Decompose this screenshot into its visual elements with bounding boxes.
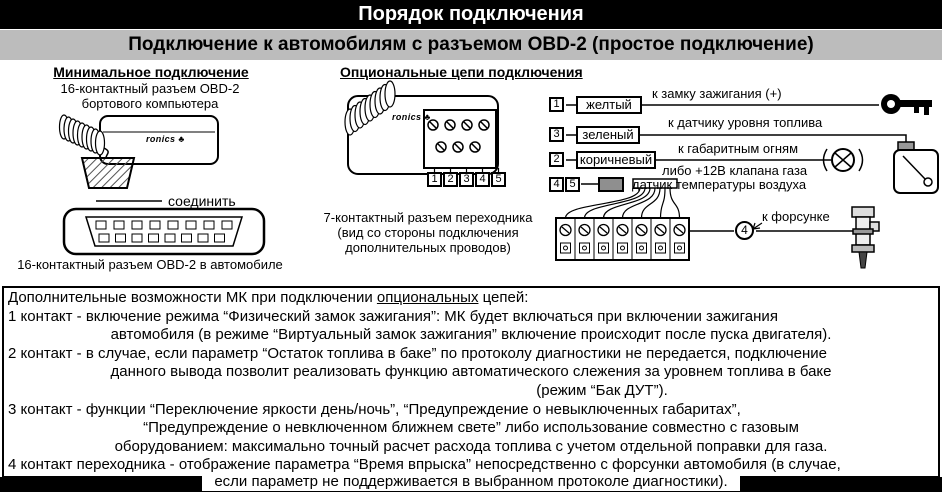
wire-destination-lights-alt: либо +12В клапана газа (662, 163, 808, 178)
note-line: 4 контакт переходника - отображение пара… (8, 456, 841, 474)
note-intro: Дополнительные возможности МК при подклю… (8, 289, 529, 306)
note-line: данного вывода позволит реализовать функ… (110, 363, 832, 381)
adapter-pin-5: 5 (491, 172, 506, 187)
wire-lines (566, 104, 907, 185)
injector-wire (689, 222, 853, 232)
wire-color-label-yellow: желтый (576, 96, 642, 114)
injector-icon (851, 206, 880, 269)
adapter-pin-4: 4 (475, 172, 490, 187)
note-line: оборудованием: максимально точный расчет… (114, 437, 828, 455)
note-line: 2 контакт - в случае, если параметр “Ост… (8, 344, 828, 362)
wire-pin-box-airtemp-5: 5 (565, 177, 580, 192)
wiring-diagram (58, 80, 939, 269)
note-intro-underlined: опциональных (376, 289, 479, 306)
wire-pin-box-airtemp-4: 4 (549, 177, 564, 192)
adapter-pin-3: 3 (459, 172, 474, 187)
note-line: 3 контакт - функции “Переключение яркост… (8, 400, 741, 418)
notes-box: Дополнительные возможности МК при подклю… (2, 286, 940, 478)
minimal-connection-heading: Минимальное подключение (53, 64, 249, 80)
note-line: 1 контакт - включение режима “Физический… (8, 307, 778, 325)
terminal-strip-icon (555, 217, 690, 261)
coiled-cable-icon (58, 114, 106, 156)
page-subtitle: Подключение к автомобилям с разъемом OBD… (0, 30, 942, 60)
wire-destination-airtemp: датчик температуры воздуха (632, 177, 807, 192)
wire-pin-box-lights: 2 (549, 152, 564, 167)
injector-pin-circle: 4 (735, 221, 754, 240)
obd2-female-socket-icon (62, 207, 266, 256)
note-footer-line: если параметр не поддерживается в выбран… (202, 473, 740, 491)
brand-label: ronics ♣ (146, 134, 185, 144)
wire-destination-lights: к габаритным огням (678, 141, 799, 156)
obd2-head-caption-line1: 16-контактный разъем OBD-2 (60, 81, 240, 96)
adapter-caption-line2: (вид со стороны подключения (337, 225, 519, 240)
lamp-icon (822, 148, 864, 172)
wire-destination-fuel: к датчику уровня топлива (668, 115, 823, 130)
wire-bundle (564, 178, 681, 219)
note-line: автомобиля (в режиме “Виртуальный замок … (110, 326, 832, 344)
key-icon (881, 94, 932, 115)
wire-color-label-green: зеленый (576, 126, 640, 144)
note-line: (режим “Бак ДУТ”). (536, 381, 668, 399)
obd2-socket-caption: 16-контактный разъем OBD-2 в автомобиле (17, 257, 283, 272)
wire-destination-ignition: к замку зажигания (+) (652, 86, 782, 101)
connect-label: соединить (168, 193, 236, 209)
wire-destination-injector: к форсунке (762, 209, 830, 224)
coiled-cable-icon (344, 80, 396, 136)
mk-device-drawing (58, 114, 219, 202)
obd2-head-caption-line2: бортового компьютера (81, 96, 219, 111)
adapter-pin-1: 1 (427, 172, 442, 187)
optional-circuits-heading: Опциональные цепи подключения (340, 64, 583, 80)
adapter-device-drawing (344, 80, 500, 175)
multitronics-logo-icon: ♣ (178, 134, 185, 144)
note-line: “Предупреждение о невключенном ближнем с… (143, 419, 799, 437)
seven-pin-connector-icon (423, 109, 497, 169)
wire-pin-box-ignition: 1 (549, 97, 564, 112)
adapter-caption-line1: 7-контактный разъем переходника (323, 210, 533, 225)
adapter-pin-2: 2 (443, 172, 458, 187)
adapter-caption-line3: дополнительных проводов) (345, 240, 511, 255)
wire-pin-box-fuel: 3 (549, 127, 564, 142)
page-title: Порядок подключения (0, 0, 942, 29)
air-temp-sensor-box (598, 177, 624, 192)
wire-color-label-brown: коричневый (576, 151, 656, 169)
bottom-bar: если параметр не поддерживается в выбран… (0, 473, 942, 492)
obd2-male-plug-icon (80, 157, 136, 189)
fuel-tank-sender-icon (893, 141, 939, 194)
brand-label: ronics ♣ (392, 112, 431, 122)
multitronics-logo-icon: ♣ (424, 112, 431, 122)
